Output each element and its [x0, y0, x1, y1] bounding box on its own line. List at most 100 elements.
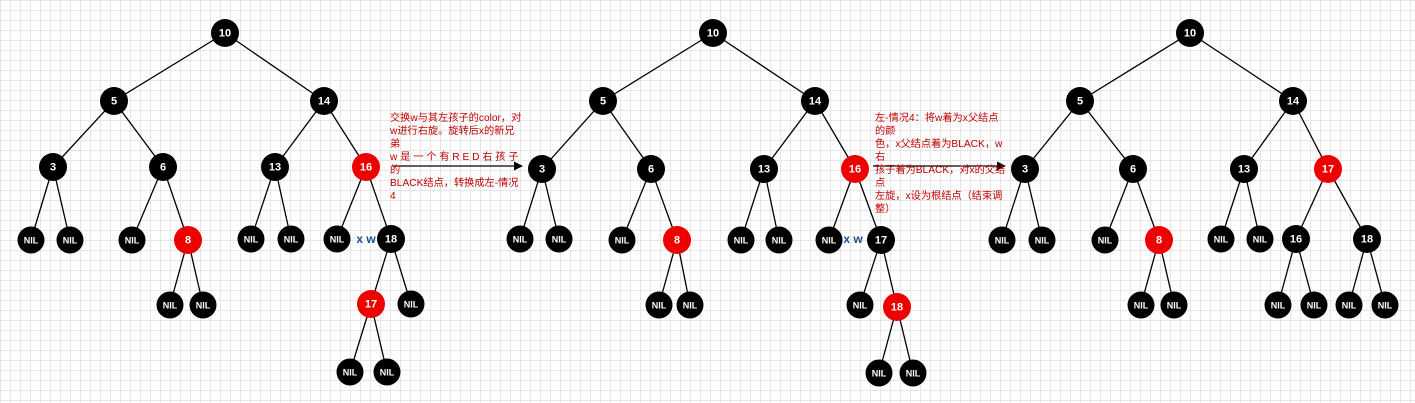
node-label: 6	[648, 164, 654, 176]
node-label: NIL	[652, 301, 667, 311]
nil-leaf-node: NIL	[846, 291, 874, 319]
node-circle	[39, 153, 67, 181]
node-circle	[883, 293, 911, 321]
node-label: 14	[1287, 96, 1300, 108]
node-circle	[377, 225, 405, 253]
node-circle	[1230, 155, 1258, 183]
nil-leaf-node: NIL	[189, 291, 217, 319]
nil-leaf-node: NIL	[899, 359, 927, 387]
node-label: NIL	[343, 368, 358, 378]
node-circle	[1246, 225, 1274, 253]
tree-edge	[1189, 32, 1294, 102]
node-circle	[846, 291, 874, 319]
node-label: 6	[160, 162, 166, 174]
node-label: 16	[360, 162, 372, 174]
tree-node-5: 5	[100, 87, 128, 115]
node-label: NIL	[380, 368, 395, 378]
node-label: NIL	[772, 236, 787, 246]
node-label: NIL	[1035, 236, 1050, 246]
nil-leaf-node: NIL	[1335, 291, 1363, 319]
nil-leaf-node: NIL	[1264, 291, 1292, 319]
tree-node-18: 18	[377, 225, 405, 253]
node-circle	[1300, 291, 1328, 319]
node-circle	[1176, 19, 1204, 47]
node-circle	[1011, 155, 1039, 183]
node-circle	[100, 87, 128, 115]
tree-node-8: 8	[1145, 226, 1173, 254]
node-circle	[310, 87, 338, 115]
node-circle	[815, 226, 843, 254]
node-label: 8	[1156, 235, 1162, 247]
node-label: 13	[758, 164, 770, 176]
node-label: 8	[674, 235, 680, 247]
nil-leaf-node: NIL	[1300, 291, 1328, 319]
node-circle	[323, 225, 351, 253]
tree-node-6: 6	[1119, 155, 1147, 183]
node-circle	[867, 226, 895, 254]
node-label: 10	[1184, 28, 1196, 40]
node-label: NIL	[1134, 301, 1149, 311]
node-label: NIL	[404, 300, 419, 310]
node-circle	[1127, 291, 1155, 319]
node-circle	[118, 226, 146, 254]
node-circle	[676, 291, 704, 319]
node-label: NIL	[995, 236, 1010, 246]
tree-node-3: 3	[39, 153, 67, 181]
tree-node-5: 5	[589, 87, 617, 115]
tree-node-17: 17	[1314, 155, 1342, 183]
node-label: 10	[219, 28, 231, 40]
node-circle	[988, 226, 1016, 254]
nil-leaf-node: NIL	[727, 226, 755, 254]
node-circle	[528, 155, 556, 183]
node-circle	[1314, 155, 1342, 183]
node-circle	[17, 226, 45, 254]
node-label: 18	[385, 234, 397, 246]
tree-node-13: 13	[1230, 155, 1258, 183]
node-circle	[277, 225, 305, 253]
node-circle	[174, 226, 202, 254]
tree-node-16: 16	[841, 155, 869, 183]
nil-leaf-node: NIL	[506, 225, 534, 253]
node-label: NIL	[1214, 235, 1229, 245]
nil-leaf-node: NIL	[1371, 291, 1399, 319]
x-w-marker: x w	[356, 232, 376, 246]
node-circle	[1279, 87, 1307, 115]
node-circle	[1066, 87, 1094, 115]
nil-leaf-node: NIL	[118, 226, 146, 254]
node-circle	[727, 226, 755, 254]
node-circle	[149, 153, 177, 181]
node-label: 14	[809, 96, 822, 108]
tree-edge	[763, 100, 816, 170]
node-circle	[645, 291, 673, 319]
node-label: 8	[185, 235, 191, 247]
tree-node-14: 14	[1279, 87, 1307, 115]
node-circle	[765, 226, 793, 254]
nil-leaf-node: NIL	[865, 359, 893, 387]
nil-leaf-node: NIL	[1028, 226, 1056, 254]
node-label: 5	[1077, 96, 1083, 108]
tree-edge	[1079, 32, 1191, 102]
node-circle	[506, 225, 534, 253]
tree-node-13: 13	[261, 153, 289, 181]
node-label: NIL	[552, 235, 567, 245]
node-circle	[1028, 226, 1056, 254]
node-label: NIL	[244, 235, 259, 245]
node-label: 16	[849, 164, 861, 176]
node-label: 18	[1361, 234, 1373, 246]
node-circle	[352, 153, 380, 181]
node-label: NIL	[1342, 301, 1357, 311]
node-circle	[397, 290, 425, 318]
node-circle	[1335, 291, 1363, 319]
nil-leaf-node: NIL	[336, 358, 364, 386]
tree-edge	[541, 100, 604, 170]
node-circle	[1145, 226, 1173, 254]
tree-node-10: 10	[211, 19, 239, 47]
node-label: NIL	[615, 236, 630, 246]
tree-node-3: 3	[528, 155, 556, 183]
nil-leaf-node: NIL	[1246, 225, 1274, 253]
node-circle	[865, 359, 893, 387]
node-circle	[1282, 225, 1310, 253]
tree-node-14: 14	[801, 87, 829, 115]
tree-node-17: 17	[357, 290, 385, 318]
tree-edge	[602, 32, 714, 102]
